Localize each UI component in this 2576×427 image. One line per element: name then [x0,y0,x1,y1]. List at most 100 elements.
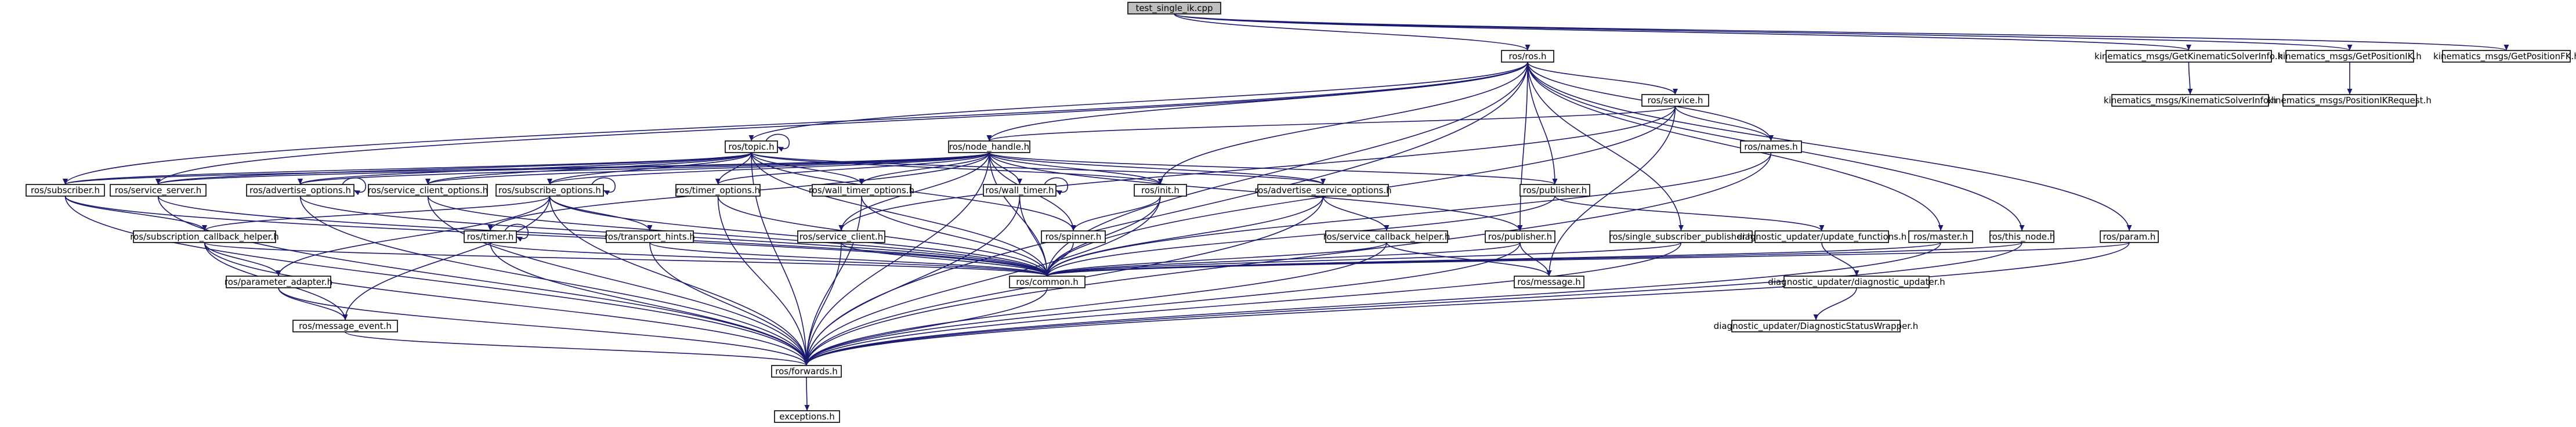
node-gkss[interactable]: kinematics_msgs/GetKinematicSolverInfo.h [2094,50,2283,63]
node-init[interactable]: ros/init.h [1134,184,1187,197]
node-advertise-service-options[interactable]: ros/advertise_service_options.h [1254,184,1392,197]
node-service-client[interactable]: ros/service_client.h [797,230,885,243]
node-label: test_single_ik.cpp [1135,3,1213,14]
edge-wall-timer-options-to-common [861,196,1050,277]
node-label: ros/advertise_service_options.h [1254,185,1391,196]
edge-topic-to-init [751,152,1163,185]
edge-ros-h-to-service-server [155,61,1528,185]
node-box [948,140,1030,153]
node-update-functions[interactable]: diagnostic_updater/update_functions.h [1737,230,1907,243]
edge-service-callback-helper-to-message [1386,242,1552,277]
node-master[interactable]: ros/master.h [1908,230,1973,243]
node-root[interactable]: test_single_ik.cpp [1127,2,1221,15]
node-label: ros/timer_options.h [676,185,760,196]
node-ros-h[interactable]: ros/ros.h [1501,50,1554,63]
edge-node-handle-to-publisher-top [989,152,1558,185]
node-label: ros/publisher.h [1523,185,1587,196]
node-wall-timer[interactable]: ros/wall_timer.h [983,184,1057,197]
node-names[interactable]: ros/names.h [1740,140,1802,153]
node-label: ros/advertise_options.h [249,185,351,196]
node-timer[interactable]: ros/timer.h [464,230,517,243]
edge-advertise-service-options-to-common [1044,196,1324,277]
node-label: ros/service_client_options.h [368,185,488,196]
node-label: ros/topic.h [728,142,774,152]
node-diag-updater[interactable]: diagnostic_updater/diagnostic_updater.h [1768,276,1945,288]
node-gpik[interactable]: kinematics_msgs/GetPositionIK.h [2278,50,2422,63]
node-pikr[interactable]: kinematics_msgs/PositionIKRequest.h [2268,94,2432,107]
node-message-event[interactable]: ros/message_event.h [292,320,398,332]
node-service-callback-helper[interactable]: ros/service_callback_helper.h [1323,230,1450,243]
node-box [246,184,354,197]
node-label: ros/this_node.h [1989,231,2055,243]
node-label: ros/master.h [1913,231,1968,242]
edge-node-handle-to-timer-options [715,152,990,185]
node-label: ros/message_event.h [299,321,392,332]
node-box [1501,50,1554,63]
node-topic[interactable]: ros/topic.h [725,140,778,153]
node-label: diagnostic_updater/diagnostic_updater.h [1768,277,1945,288]
node-label: ros/subscription_callback_helper.h [130,231,279,243]
edge-subscribe-options-to-subscribe-options [591,177,616,196]
node-timer-options[interactable]: ros/timer_options.h [675,184,761,197]
node-label: ros/common.h [1016,277,1079,287]
edge-timer-options-to-forwards [717,196,809,366]
node-subscriber[interactable]: ros/subscriber.h [26,184,105,197]
node-label: ros/service_callback_helper.h [1323,231,1450,243]
node-service[interactable]: ros/service.h [1641,94,1709,107]
edge-subscription-callback-helper-to-parameter-adapter [204,242,281,277]
edge-subscriber-to-forwards [64,196,809,366]
edge-ros-h-to-publisher-mid [1517,61,1528,231]
node-node-handle[interactable]: ros/node_handle.h [948,140,1030,153]
edge-service-server-to-forwards [157,196,809,366]
node-box [2285,50,2414,63]
node-common[interactable]: ros/common.h [1009,276,1086,288]
node-spinner[interactable]: ros/spinner.h [1041,230,1106,243]
edge-subscriber-to-subscription-callback-helper [64,196,207,231]
node-label: ros/parameter_adapter.h [225,277,332,288]
node-service-client-options[interactable]: ros/service_client_options.h [368,184,488,197]
node-box [606,230,694,243]
node-wall-timer-options[interactable]: ros/wall_timer_options.h [809,184,914,197]
edge-node-handle-to-advertise-service-options [989,152,1326,185]
node-box [675,184,761,197]
node-advertise-options[interactable]: ros/advertise_options.h [246,184,354,197]
node-label: ros/param.h [2103,231,2156,242]
node-label: ros/message.h [1517,277,1581,287]
node-single-subscriber-publisher[interactable]: ros/single_subscriber_publisher.h [1609,230,1753,243]
edge-ros-h-to-master [1527,61,1944,231]
node-publisher-mid[interactable]: ros/publisher.h [1485,230,1555,243]
node-service-server[interactable]: ros/service_server.h [110,184,207,197]
node-box [1257,184,1389,197]
edge-topic-to-service-server [155,152,752,185]
node-parameter-adapter[interactable]: ros/parameter_adapter.h [225,276,332,288]
edge-transport-hints-to-forwards [649,242,809,366]
node-box [1908,230,1973,243]
node-subscription-callback-helper[interactable]: ros/subscription_callback_helper.h [130,230,279,243]
node-gpfk[interactable]: kinematics_msgs/GetPositionFK.h [2433,50,2576,63]
node-publisher-top[interactable]: ros/publisher.h [1519,184,1590,197]
node-box [226,276,331,288]
edge-init-to-forwards [804,196,1161,366]
edge-ros-h-to-single-subscriber-publisher [1527,61,1684,231]
edge-ros-h-to-publisher-top [1527,61,1558,185]
node-transport-hints[interactable]: ros/transport_hints.h [605,230,695,243]
edge-ros-h-to-service [1527,61,1678,95]
node-param[interactable]: ros/param.h [2100,230,2159,243]
edge-service-client-options-to-forwards [427,196,809,366]
node-box [1134,184,1187,197]
edge-service-client-to-common [841,242,1050,277]
node-label: kinematics_msgs/GetKinematicSolverInfo.h [2094,51,2283,62]
node-exceptions[interactable]: exceptions.h [774,410,840,423]
node-forwards[interactable]: ros/forwards.h [771,365,842,378]
node-dsw[interactable]: diagnostic_updater/DiagnosticStatusWrapp… [1714,320,1919,332]
node-this-node[interactable]: ros/this_node.h [1989,230,2055,243]
node-ksi[interactable]: kinematics_msgs/KinematicSolverInfo.h [2104,94,2277,107]
node-label: ros/names.h [1744,142,1798,152]
node-message[interactable]: ros/message.h [1514,276,1584,288]
node-label: kinematics_msgs/PositionIKRequest.h [2268,95,2432,106]
edge-names-to-common [1044,152,1772,277]
edge-timer-to-timer [504,223,529,242]
node-subscribe-options[interactable]: ros/subscribe_options.h [495,184,604,197]
node-box [464,230,517,243]
